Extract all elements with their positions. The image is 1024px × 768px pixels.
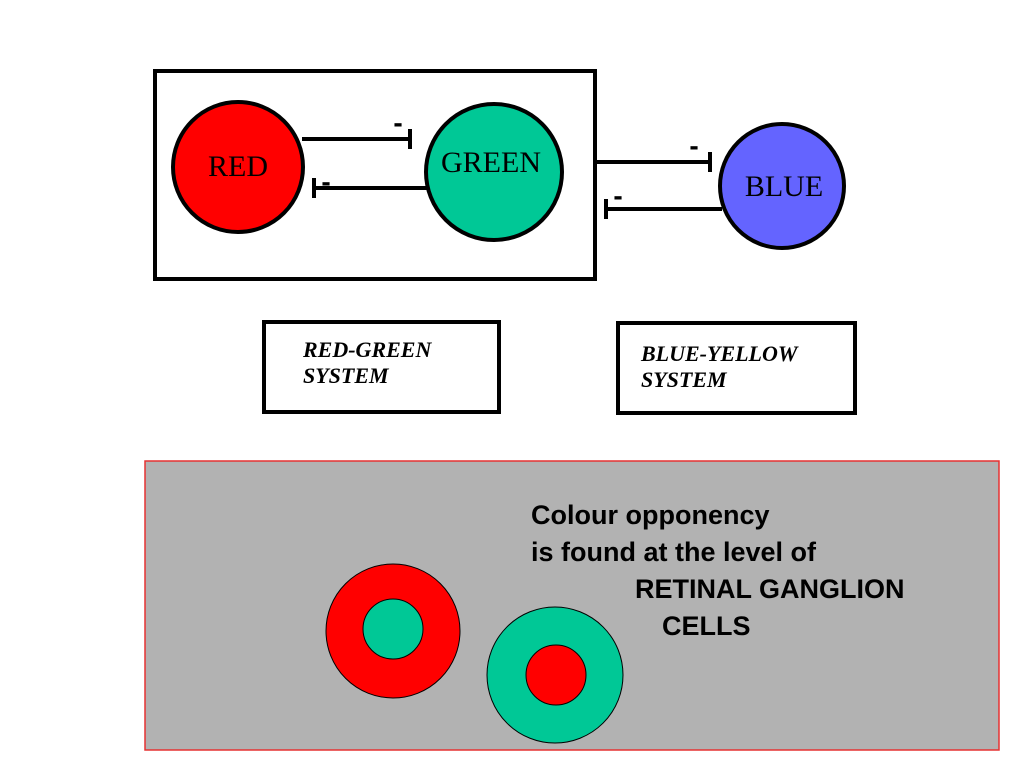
- inhibition-sign: -: [393, 107, 402, 138]
- red-node-label: RED: [208, 150, 268, 183]
- inhibition-blue-to-redgreen: -: [604, 180, 722, 219]
- system-label-line1: RED-GREEN: [303, 337, 432, 362]
- blue-yellow-system-box: [616, 321, 857, 415]
- caption-line1: Colour opponency: [531, 500, 770, 530]
- system-label-line2: SYSTEM: [303, 363, 389, 388]
- cell-center: [362, 598, 424, 660]
- red-green-box: [153, 69, 597, 281]
- caption-line3: RETINAL GANGLION: [635, 574, 905, 604]
- red-green-system-box: [262, 320, 501, 414]
- inhibition-sign: -: [321, 166, 330, 197]
- blue-node: [718, 122, 846, 250]
- red-node: [171, 100, 305, 234]
- system-label-line2: SYSTEM: [641, 367, 727, 392]
- blue-yellow-system-label: BLUE-YELLOW SYSTEM: [641, 341, 797, 393]
- inhibition-green-to-red: -: [312, 166, 429, 198]
- caption-line2: is found at the level of: [531, 537, 817, 567]
- caption-line4: CELLS: [662, 611, 751, 641]
- inhibition-redgreen-to-blue: -: [597, 130, 712, 172]
- green-center-surround-cell: [486, 606, 624, 744]
- red-center-surround-cell: [325, 563, 461, 699]
- ganglion-caption: Colour opponency is found at the level o…: [531, 497, 905, 645]
- blue-node-label: BLUE: [745, 170, 823, 203]
- system-label-line1: BLUE-YELLOW: [641, 341, 798, 366]
- inhibition-red-to-green: -: [302, 107, 412, 149]
- inhibition-sign: -: [689, 130, 698, 161]
- inhibition-sign: -: [613, 180, 622, 211]
- red-green-system-label: RED-GREEN SYSTEM: [303, 337, 431, 389]
- green-node: [424, 102, 564, 242]
- cell-center: [525, 644, 587, 706]
- green-node-label: GREEN: [441, 146, 541, 179]
